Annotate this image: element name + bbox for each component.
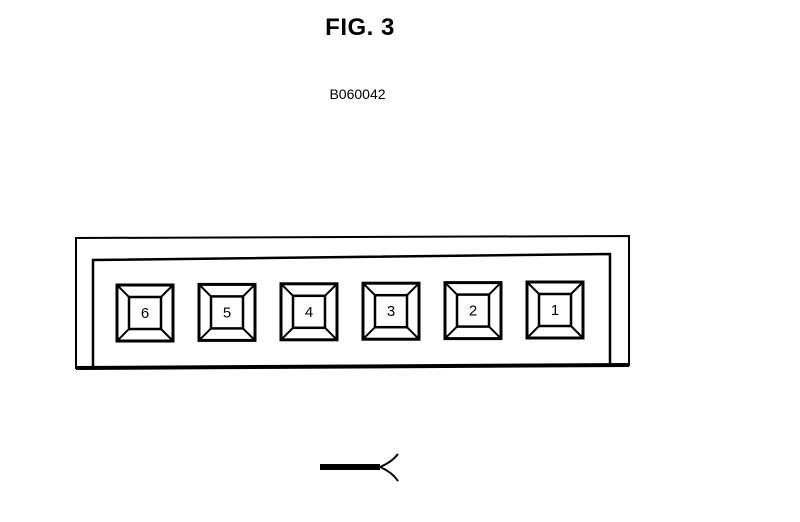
terminal-pin-1: 1 <box>525 280 585 340</box>
terminal-pin-3: 3 <box>361 281 421 341</box>
terminal-pin-label: 2 <box>469 303 477 320</box>
connector-terminals: 6 5 4 3 2 1 <box>115 280 585 343</box>
terminal-pin-6: 6 <box>115 283 175 343</box>
terminal-pin-4: 4 <box>279 282 339 342</box>
terminal-pin-label: 1 <box>551 302 559 319</box>
terminal-pin-2: 2 <box>443 281 503 341</box>
terminal-pin-label: 4 <box>305 304 313 321</box>
connector-housing <box>75 234 630 370</box>
terminal-pin-label: 6 <box>141 305 149 322</box>
wire-harness-icon <box>320 453 399 482</box>
terminal-pin-label: 3 <box>387 303 395 320</box>
figure-code: B060042 <box>329 86 386 102</box>
terminal-pin-5: 5 <box>197 282 257 342</box>
figure-title: FIG. 3 <box>325 14 395 41</box>
terminal-pin-label: 5 <box>223 304 231 321</box>
